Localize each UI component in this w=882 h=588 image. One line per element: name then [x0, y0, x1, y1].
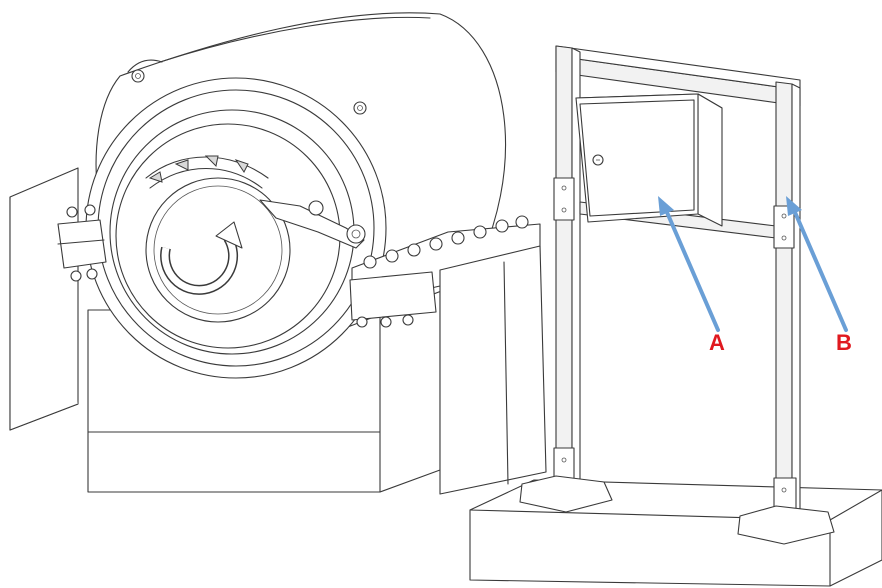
enclosure-box	[575, 93, 723, 227]
right-clamp	[349, 271, 437, 321]
rack-bracket	[773, 205, 795, 249]
lifting-eye	[131, 69, 145, 83]
callout-label-a: A	[709, 330, 725, 355]
lifting-eye	[353, 101, 367, 115]
enclosure-side	[697, 93, 723, 227]
rack-left-post	[555, 45, 573, 499]
rack-foot	[519, 475, 613, 513]
rack-foot	[737, 505, 835, 545]
left-clamp	[57, 219, 107, 269]
rotation-arrow-icon	[160, 221, 243, 295]
callout-arrow-a	[658, 196, 720, 332]
enclosure-door	[575, 93, 699, 223]
right-bearing-block	[439, 245, 547, 495]
gear-segment	[145, 156, 269, 179]
sensor-arm	[259, 199, 365, 249]
rack-bracket	[553, 177, 575, 221]
mounting-rack	[519, 45, 835, 545]
sensor-pivot	[308, 200, 324, 216]
machine-assembly	[9, 12, 547, 495]
callout-arrow-b	[786, 196, 848, 332]
rack-right-post	[775, 81, 793, 529]
callout-label-b: B	[836, 330, 852, 355]
